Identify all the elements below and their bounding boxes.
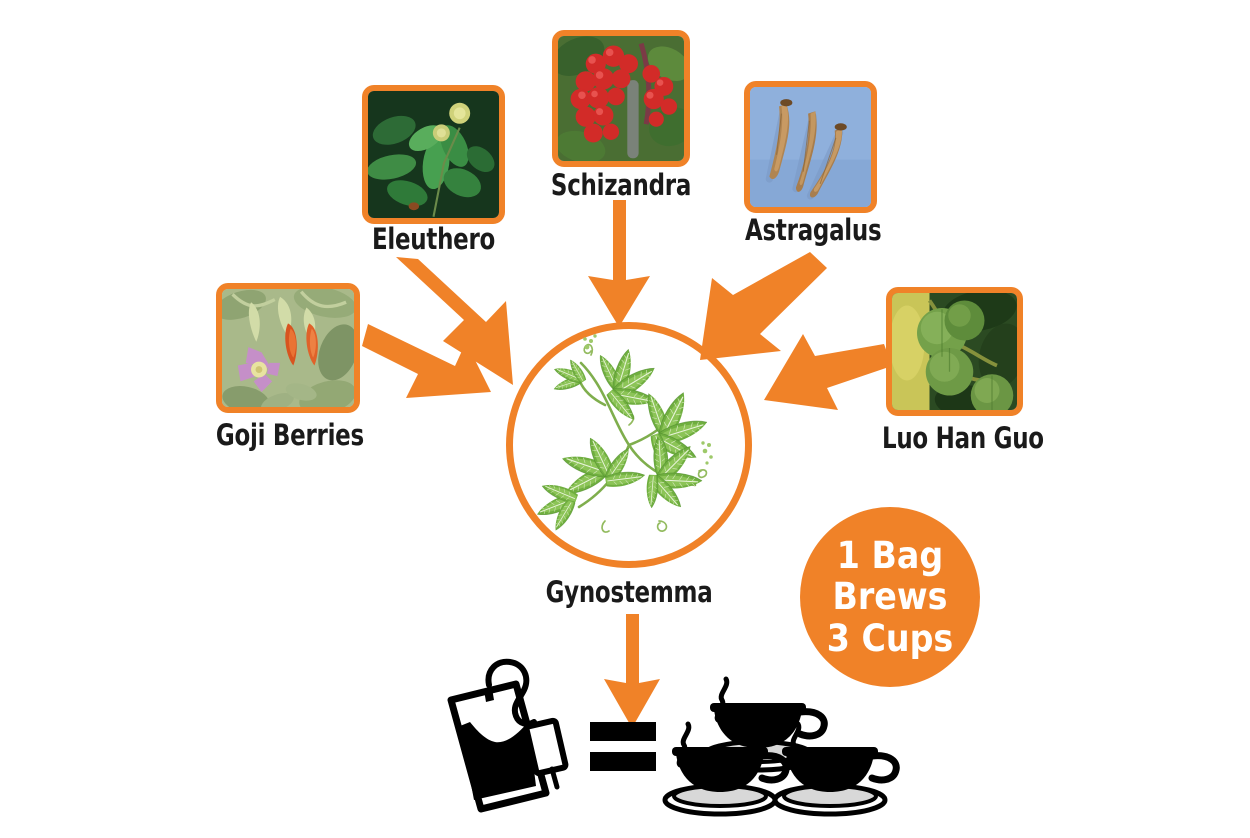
ingredient-caption-schizandra: Schizandra xyxy=(550,168,692,202)
arrow-goji-to-center xyxy=(362,324,491,398)
ingredient-caption-eleuthero: Eleuthero xyxy=(371,222,496,256)
eleuthero-plant-photo xyxy=(368,91,499,218)
ingredient-thumbnail-astragalus[interactable] xyxy=(744,81,877,213)
badge-line-3: 3 Cups xyxy=(826,616,954,660)
ingredient-thumbnail-eleuthero[interactable] xyxy=(362,85,505,224)
ingredient-caption-goji-berries: Goji Berries xyxy=(215,418,364,452)
ingredient-thumbnail-goji-berries[interactable] xyxy=(216,283,360,413)
center-caption-gynostemma: Gynostemma xyxy=(545,575,713,609)
arrow-luohanguo-to-center xyxy=(764,334,892,410)
tea-bag-icon[interactable] xyxy=(447,658,569,813)
goji-berries-photo xyxy=(222,289,354,407)
gynostemma-vine-illustration xyxy=(534,334,713,534)
ingredient-thumbnail-luo-han-guo[interactable] xyxy=(886,287,1023,416)
center-circle-gynostemma[interactable] xyxy=(506,322,752,568)
steaming-cup-icon[interactable] xyxy=(772,721,900,817)
ingredient-caption-astragalus: Astragalus xyxy=(745,213,882,247)
badge-line-2: Brews xyxy=(832,575,948,619)
equals-sign-icon xyxy=(590,722,656,771)
ingredient-thumbnail-schizandra[interactable] xyxy=(552,30,690,167)
badge-line-1: 1 Bag xyxy=(836,533,944,577)
ingredient-caption-luo-han-guo: Luo Han Guo xyxy=(881,421,1044,455)
luo-han-guo-fruit-photo xyxy=(892,293,1017,410)
schizandra-berries-photo xyxy=(558,36,684,161)
steaming-cup-icon[interactable] xyxy=(700,676,828,773)
steaming-cup-icon[interactable] xyxy=(662,721,790,817)
astragalus-roots-photo xyxy=(750,87,871,207)
arrow-eleuthero-to-center xyxy=(396,257,513,385)
arrow-center-to-teabag xyxy=(604,614,660,728)
arrow-schizandra-to-center xyxy=(588,200,650,327)
badge-1-bag-brews-3-cups[interactable]: 1 Bag Brews 3 Cups xyxy=(800,507,980,687)
